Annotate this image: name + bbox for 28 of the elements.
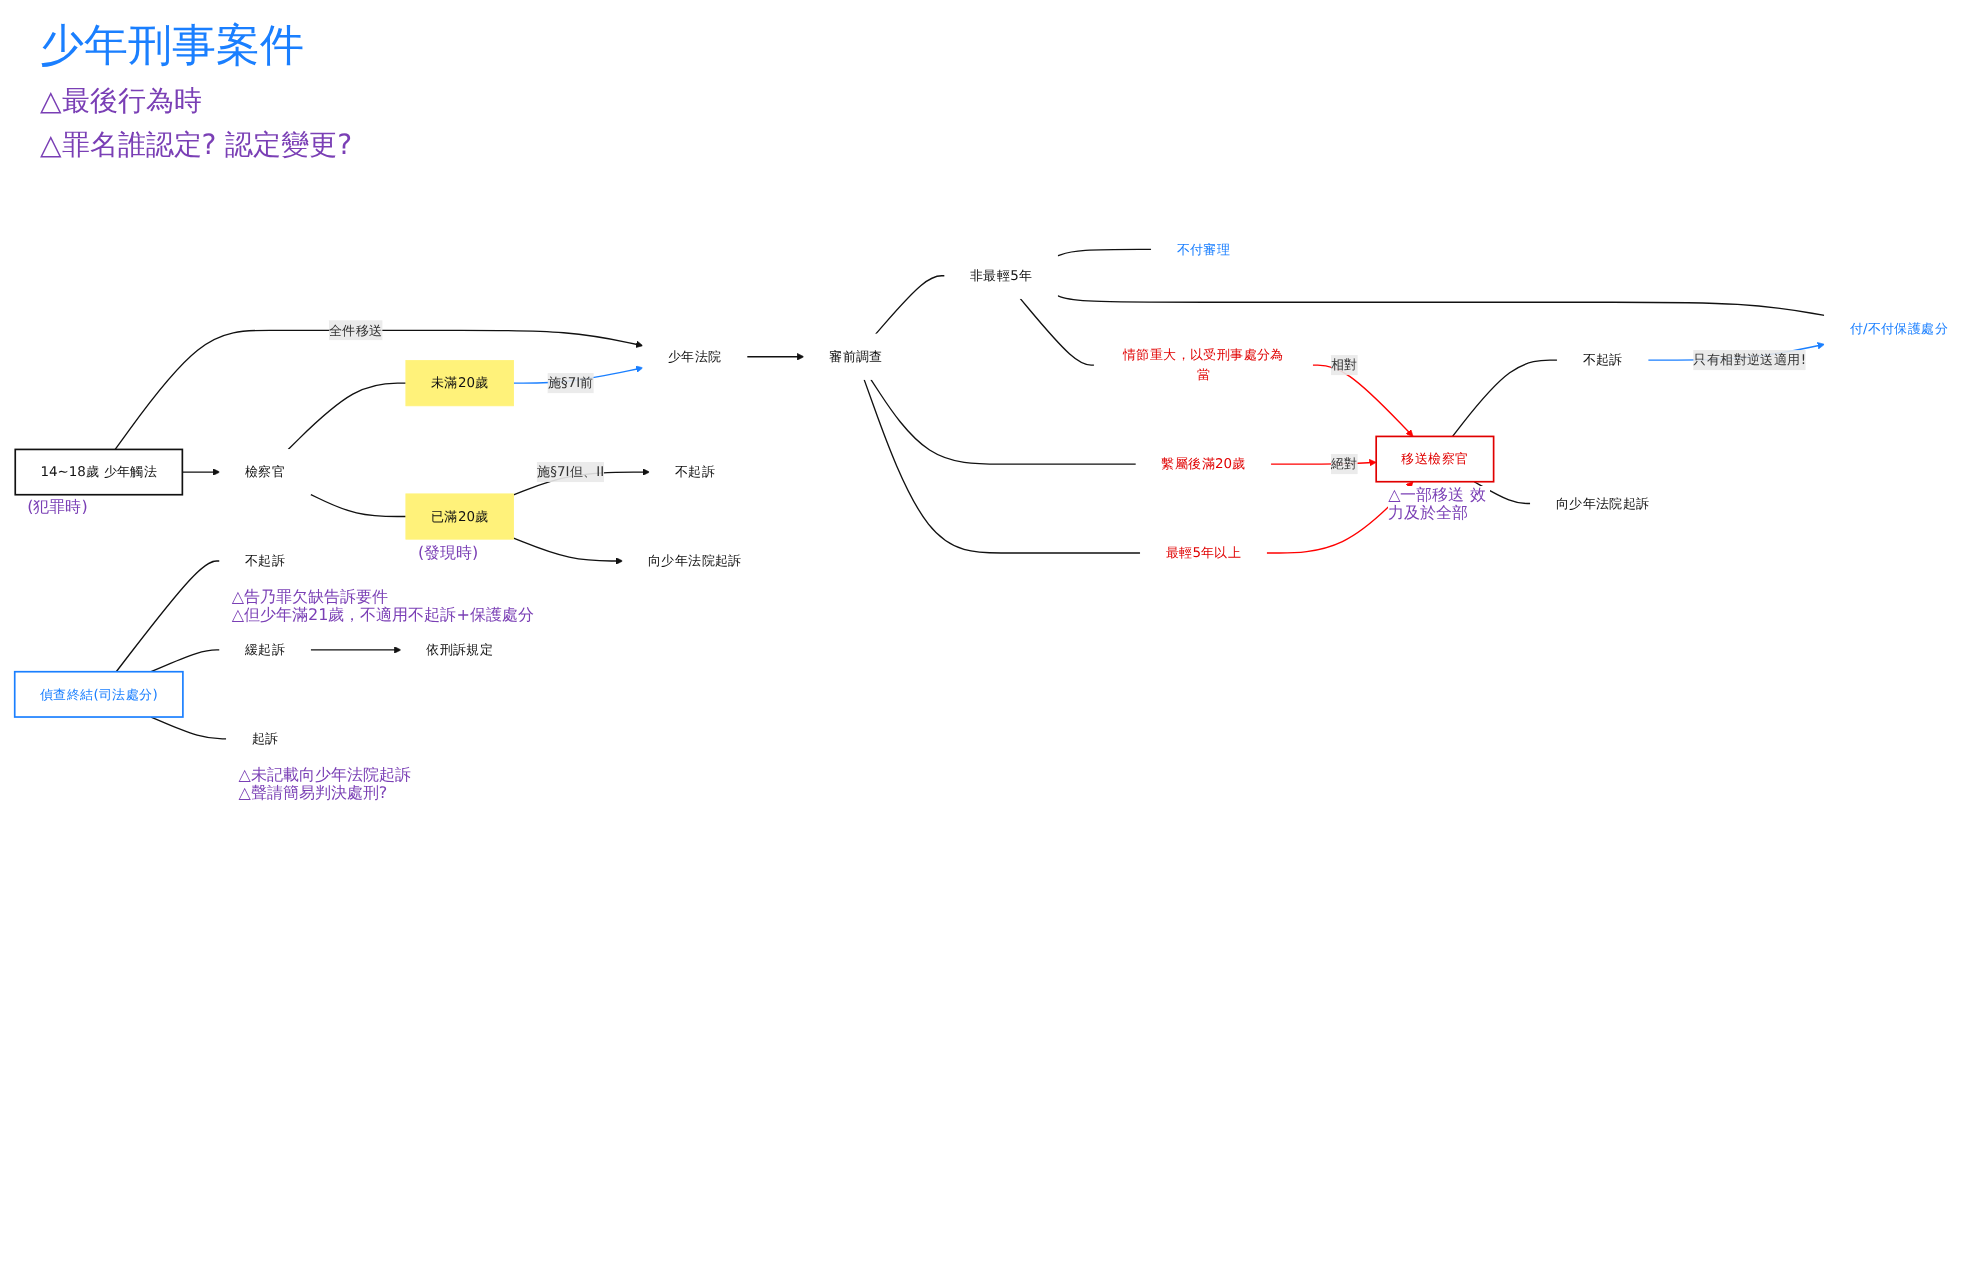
side-note: △一部移送 效力及於全部	[1388, 485, 1490, 525]
connector	[875, 275, 946, 335]
connector	[1019, 297, 1095, 366]
side-note: △聲請簡易判決處刑?	[238, 784, 388, 804]
connector	[1473, 481, 1532, 505]
connector	[863, 378, 1142, 554]
side-note: (犯罪時)	[27, 498, 88, 518]
connector	[150, 649, 221, 673]
arrow	[1311, 364, 1414, 437]
arrow	[309, 646, 402, 654]
connector	[287, 382, 407, 451]
connector	[1056, 248, 1153, 257]
side-note: △告乃罪欠缺告訴要件	[231, 587, 389, 607]
connector	[309, 493, 407, 518]
arrow	[512, 537, 624, 565]
arrow	[181, 468, 221, 476]
connector	[115, 560, 221, 673]
diagram-title: 少年刑事案件	[40, 20, 304, 76]
connector	[1056, 295, 1826, 317]
note-text: △罪名誰認定? 認定變更?	[40, 128, 353, 164]
connector	[870, 378, 1137, 465]
note-text: △最後行為時	[40, 84, 204, 120]
connector	[150, 716, 228, 740]
connector	[1451, 359, 1559, 438]
side-note: △但少年滿21歲，不適用不起訴+保護處分	[231, 606, 534, 626]
arrow	[746, 353, 805, 361]
side-note: △未記載向少年法院起訴	[238, 765, 411, 785]
side-note: (發現時)	[417, 543, 479, 563]
